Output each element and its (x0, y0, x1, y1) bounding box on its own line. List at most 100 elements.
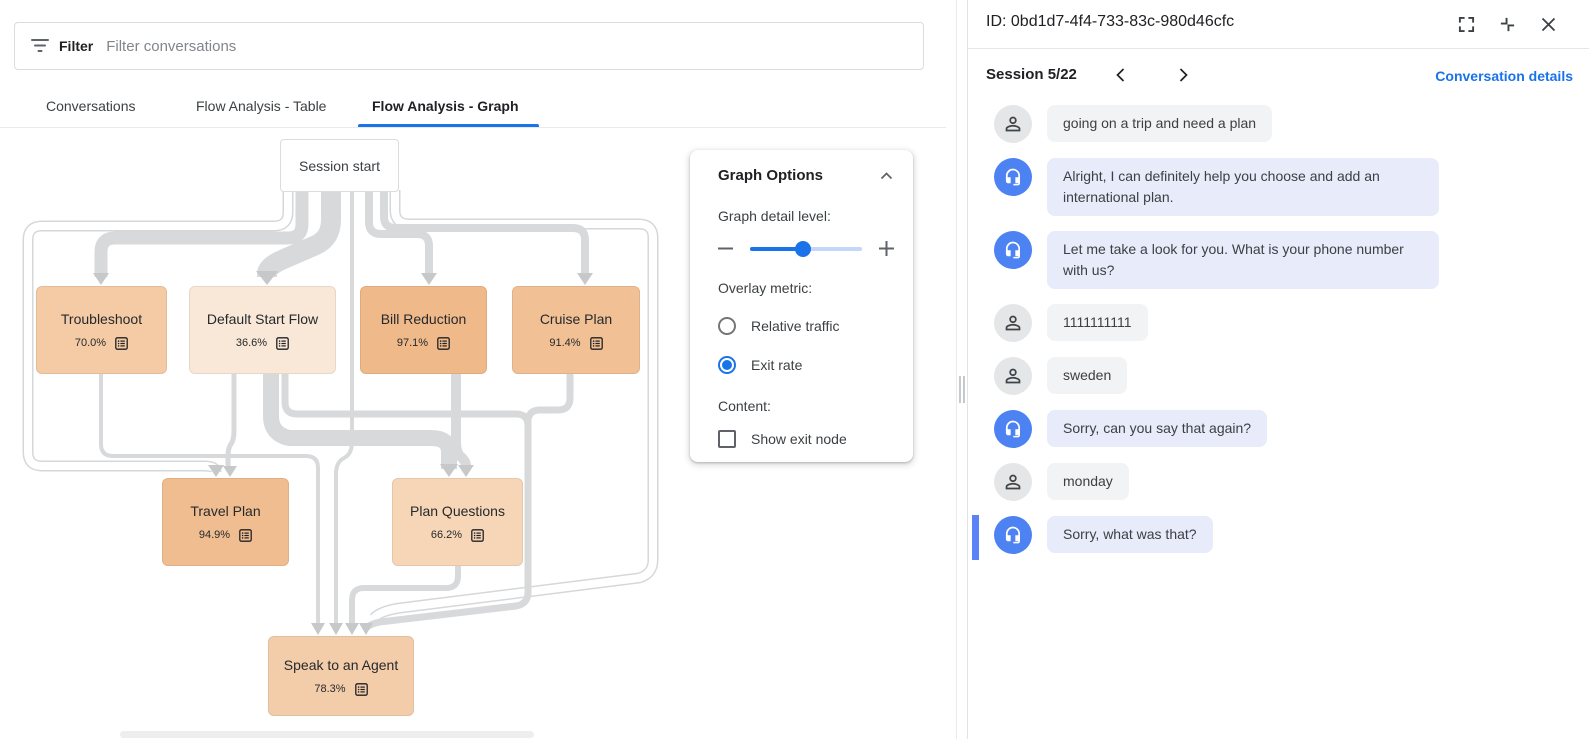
minus-icon (718, 247, 733, 250)
flow-node-session-start[interactable]: Session start (280, 139, 399, 192)
slider-thumb[interactable] (794, 240, 811, 257)
node-details-icon[interactable] (239, 528, 252, 542)
headset-icon (1005, 420, 1020, 438)
next-session-button[interactable] (1171, 63, 1195, 87)
node-label: Travel Plan (190, 502, 261, 519)
collapse-icon (1500, 17, 1514, 31)
radio-exit-rate[interactable]: Exit rate (718, 356, 895, 374)
exit-rate-value: 66.2% (430, 529, 463, 541)
chat-message: Sorry, what was that? (968, 515, 1589, 560)
close-icon (1541, 17, 1555, 31)
person-icon (1005, 368, 1021, 384)
message-bubble[interactable]: Alright, I can definitely help you choos… (1047, 158, 1439, 216)
session-counter: Session 5/22 (986, 66, 1077, 83)
node-details-icon[interactable] (276, 336, 289, 350)
headset-icon (1005, 526, 1020, 544)
previous-session-button[interactable] (1108, 63, 1132, 87)
chevron-right-icon (1179, 68, 1188, 82)
node-label: Cruise Plan (539, 310, 613, 327)
plus-icon (879, 241, 894, 256)
flow-node-cruise-plan[interactable]: Cruise Plan 91.4% (512, 286, 640, 374)
message-bubble[interactable]: 1111111111 (1047, 304, 1148, 341)
node-label: Default Start Flow (206, 310, 319, 327)
close-panel-button[interactable] (1537, 13, 1559, 35)
expand-fullscreen-button[interactable] (1455, 13, 1477, 35)
exit-rate-value: 70.0% (74, 337, 107, 349)
exit-rate-value: 94.9% (198, 529, 231, 541)
session-start-label: Session start (299, 157, 380, 174)
agent-avatar (994, 516, 1032, 554)
conversation-header: ID: 0bd1d7-4f4-733-83c-980d46cfc (968, 0, 1589, 49)
user-avatar (994, 105, 1032, 143)
chat-message: monday (968, 463, 1589, 501)
node-label: Bill Reduction (380, 310, 467, 327)
agent-avatar (994, 158, 1032, 196)
person-icon (1005, 315, 1021, 331)
message-bubble[interactable]: going on a trip and need a plan (1047, 105, 1273, 142)
flow-node-default-start-flow[interactable]: Default Start Flow 36.6% (189, 286, 336, 374)
user-avatar (994, 357, 1032, 395)
tab-conversations[interactable]: Conversations (46, 98, 136, 114)
node-details-icon[interactable] (354, 682, 368, 696)
message-bubble[interactable]: sweden (1047, 357, 1128, 394)
message-bubble[interactable]: monday (1047, 463, 1129, 500)
person-icon (1005, 474, 1021, 490)
node-details-icon[interactable] (471, 528, 484, 542)
person-icon (1005, 116, 1021, 132)
conversation-details-link[interactable]: Conversation details (1435, 68, 1573, 84)
horizontal-scrollbar[interactable] (120, 731, 534, 738)
content-label: Content: (718, 398, 771, 414)
panel-resize-handle[interactable] (963, 376, 965, 403)
flow-node-travel-plan[interactable]: Travel Plan 94.9% (162, 478, 289, 566)
graph-detail-label: Graph detail level: (718, 208, 831, 224)
chevron-up-icon (880, 171, 893, 179)
panel-divider (956, 0, 957, 739)
message-bubble[interactable]: Sorry, what was that? (1047, 516, 1213, 553)
chat-message: going on a trip and need a plan (968, 105, 1589, 143)
message-bubble[interactable]: Let me take a look for you. What is your… (1047, 231, 1439, 289)
chevron-left-icon (1115, 68, 1124, 82)
tab-flow-analysis-table[interactable]: Flow Analysis - Table (196, 98, 327, 114)
increase-detail-button[interactable] (879, 241, 894, 256)
graph-detail-slider-row (718, 240, 895, 257)
chat-message: 1111111111 (968, 304, 1589, 342)
flow-edges (22, 190, 659, 635)
user-avatar (994, 463, 1032, 501)
agent-avatar (994, 231, 1032, 269)
node-details-icon[interactable] (589, 336, 603, 350)
graph-options-title: Graph Options (718, 167, 823, 184)
exit-fullscreen-button[interactable] (1496, 13, 1518, 35)
exit-rate-value: 36.6% (235, 337, 268, 349)
exit-rate-value: 91.4% (549, 337, 581, 349)
filter-conversations-input[interactable]: Filter Filter conversations (14, 22, 924, 70)
filter-icon (31, 39, 49, 53)
headset-icon (1005, 168, 1020, 186)
panel-resize-handle[interactable] (959, 376, 961, 403)
radio-selected-icon (718, 356, 736, 374)
tab-flow-analysis-graph[interactable]: Flow Analysis - Graph (372, 98, 519, 114)
filter-placeholder: Filter conversations (106, 37, 237, 55)
tab-bar: Conversations Flow Analysis - Table Flow… (0, 86, 946, 128)
decrease-detail-button[interactable] (718, 241, 733, 256)
message-bubble[interactable]: Sorry, can you say that again? (1047, 410, 1268, 447)
node-details-icon[interactable] (437, 336, 450, 350)
graph-options-card: Graph Options Graph detail level: (690, 150, 913, 462)
highlighted-message-indicator (972, 515, 979, 560)
collapse-panel-button[interactable] (878, 170, 895, 182)
checkbox-show-exit-node[interactable]: Show exit node (718, 430, 895, 448)
conversation-detail-panel: ID: 0bd1d7-4f4-733-83c-980d46cfc Session… (967, 0, 1589, 739)
checkbox-icon (718, 430, 736, 448)
node-details-icon[interactable] (115, 336, 128, 350)
radio-relative-traffic[interactable]: Relative traffic (718, 317, 895, 335)
graph-detail-slider[interactable] (750, 240, 862, 257)
agent-avatar (994, 410, 1032, 448)
user-avatar (994, 304, 1032, 342)
radio-unselected-icon (718, 317, 736, 335)
conversation-id: ID: 0bd1d7-4f4-733-83c-980d46cfc (986, 13, 1235, 30)
overlay-metric-label: Overlay metric: (718, 280, 813, 296)
